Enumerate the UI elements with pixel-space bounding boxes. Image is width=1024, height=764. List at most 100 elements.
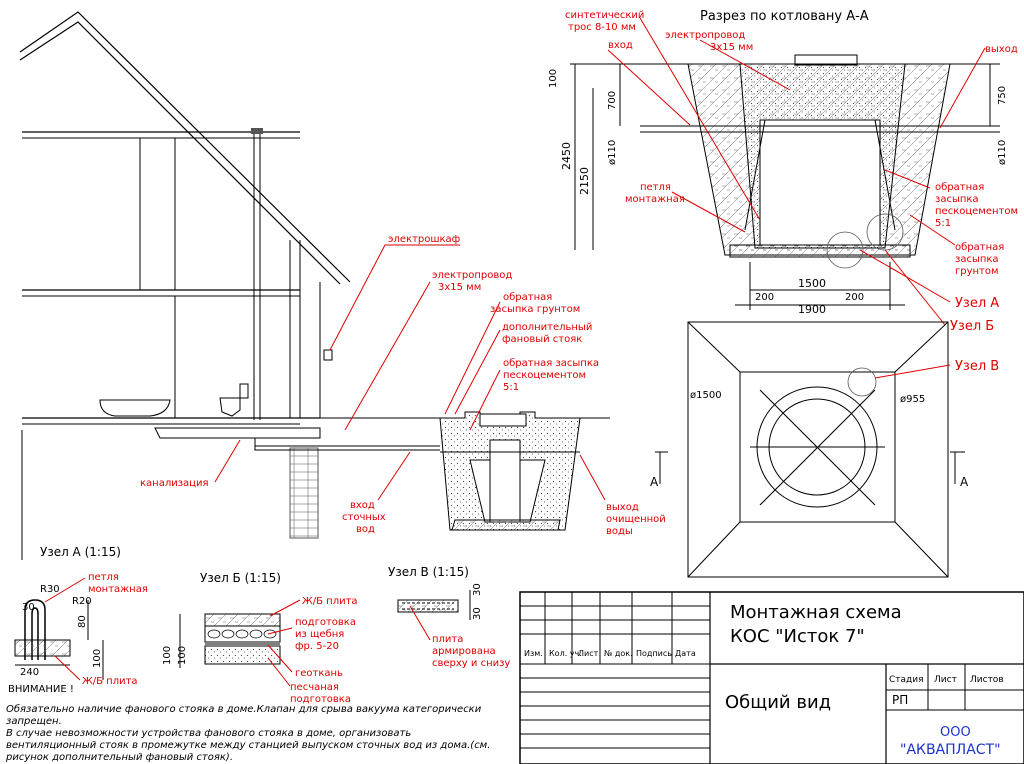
label-sec-sand-3: пескоцементом xyxy=(935,206,1018,217)
node-b-gravel-2: из щебня xyxy=(295,629,344,640)
label-inlet-1: вход xyxy=(350,500,375,511)
label-backfill-soil-1: обратная xyxy=(503,292,552,303)
col-list: Лист xyxy=(578,649,599,658)
label-sec-outlet: выход xyxy=(985,44,1018,55)
node-b-gravel-1: подготовка xyxy=(295,617,356,628)
label-cable-1: синтетический xyxy=(565,10,644,21)
node-v-d30-a: 30 xyxy=(472,583,483,596)
node-b-geotex: геоткань xyxy=(295,668,343,679)
dim-d110-left: ø110 xyxy=(607,140,618,165)
label-outlet-3: воды xyxy=(606,526,633,537)
label-sec-soil-1: обратная xyxy=(955,242,1004,253)
label-outlet-2: очищенной xyxy=(606,514,666,525)
stage-header: Стадия xyxy=(889,675,924,685)
notes-block: Обязательно наличие фанового стояка в до… xyxy=(5,703,490,763)
dim-200-a: 200 xyxy=(755,292,774,303)
note-line-5: рисунок дополнительный фановый стояк). xyxy=(5,752,233,763)
col-date: Дата xyxy=(675,649,696,658)
label-wire-1: электропровод xyxy=(432,270,512,281)
note-line-3: В случае невозможности устройства фаново… xyxy=(6,728,411,739)
label-backfill-soil-2: засыпка грунтом xyxy=(490,304,580,315)
label-sewer: канализация xyxy=(140,478,209,489)
plan-view: А А ø1500 ø955 Узел В xyxy=(650,321,999,578)
col-sign: Подпись xyxy=(636,649,672,658)
node-a-d100: 100 xyxy=(92,649,103,668)
cut-a-left: А xyxy=(650,475,659,489)
label-backfill-sand-2: пескоцементом xyxy=(503,370,586,381)
node-b-plate: Ж/Б плита xyxy=(302,596,358,607)
col-doc: № док. xyxy=(604,649,633,658)
org-line-1: ООО xyxy=(940,725,971,740)
dim-100: 100 xyxy=(548,69,559,88)
node-a-loop-1: петля xyxy=(88,572,119,583)
label-sec-loop-1: петля xyxy=(640,182,671,193)
title-line-2: КОС "Исток 7" xyxy=(730,626,865,647)
label-sec-soil-2: засыпка xyxy=(955,254,999,265)
label-extra-riser-2: фановый стояк xyxy=(502,334,582,345)
section-a-a: Разрез по котловану А-А 100 2450 2150 70… xyxy=(548,9,1018,334)
node-b-detail: Узел Б (1:15) 100 100 Ж/Б плита подготов… xyxy=(162,571,358,705)
node-a-title: Узел А (1:15) xyxy=(40,545,121,559)
label-inlet-3: вод xyxy=(356,524,375,535)
node-b-sand-2: подготовка xyxy=(290,694,351,705)
stage-value: РП xyxy=(892,693,908,707)
label-sec-wire-1: электропровод xyxy=(665,30,745,41)
node-b-title: Узел Б (1:15) xyxy=(200,571,281,585)
node-v-plate-2: армирована xyxy=(432,646,496,657)
node-v-plate-3: сверху и снизу xyxy=(432,658,510,669)
dim-750: 750 xyxy=(997,86,1008,105)
label-sec-wire-2: 3х15 мм xyxy=(710,42,753,53)
note-line-1: Обязательно наличие фанового стояка в до… xyxy=(6,703,482,715)
sheets-header: Листов xyxy=(970,675,1004,685)
label-sec-loop-2: монтажная xyxy=(625,194,685,205)
node-v-d30-b: 30 xyxy=(472,607,483,620)
node-v-detail: Узел В (1:15) 30 30 плита армирована све… xyxy=(388,565,510,669)
node-a-d80: 80 xyxy=(77,615,88,628)
node-a-r20: R20 xyxy=(72,596,92,607)
col-kol-uch: Кол. уч. xyxy=(549,649,582,658)
label-backfill-sand-1: обратная засыпка xyxy=(503,358,599,369)
node-a-loop-2: монтажная xyxy=(88,584,148,595)
dim-700: 700 xyxy=(607,91,618,110)
label-extra-riser-1: дополнительный xyxy=(502,322,592,333)
dim-1500: 1500 xyxy=(798,277,826,290)
label-node-v: Узел В xyxy=(955,359,999,374)
node-a-d240: 240 xyxy=(20,667,39,678)
node-a-d30: 30 xyxy=(22,602,35,613)
node-b-d100-a: 100 xyxy=(162,646,173,665)
node-b-gravel-3: фр. 5-20 xyxy=(295,641,339,652)
section-title: Разрез по котловану А-А xyxy=(700,9,869,24)
node-a-r30: R30 xyxy=(40,584,60,595)
dim-2450: 2450 xyxy=(560,142,573,170)
warning-label: ВНИМАНИЕ ! xyxy=(8,684,74,695)
label-sec-sand-1: обратная xyxy=(935,182,984,193)
org-line-2: "АКВАПЛАСТ" xyxy=(900,742,1001,758)
dim-1900: 1900 xyxy=(798,303,826,316)
dim-d1500-plan: ø1500 xyxy=(690,390,722,401)
dim-2150: 2150 xyxy=(578,167,591,195)
label-inlet-2: сточных xyxy=(342,512,386,523)
label-elshkaf: электрошкаф xyxy=(388,234,460,245)
node-a-plate: Ж/Б плита xyxy=(82,676,138,687)
label-sec-sand-2: засыпка xyxy=(935,194,979,205)
node-b-d100-b: 100 xyxy=(177,646,188,665)
node-v-plate-1: плита xyxy=(432,634,463,645)
cut-a-right: А xyxy=(960,475,969,489)
label-cable-2: трос 8-10 мм xyxy=(568,22,636,33)
dim-d110-right: ø110 xyxy=(997,140,1008,165)
node-v-title: Узел В (1:15) xyxy=(388,565,469,579)
label-sec-inlet: вход xyxy=(608,40,633,51)
label-sec-sand-4: 5:1 xyxy=(935,218,951,229)
label-backfill-sand-3: 5:1 xyxy=(503,382,519,393)
label-node-a: Узел А xyxy=(955,296,999,311)
sheet-name: Общий вид xyxy=(725,692,831,713)
house-drawing xyxy=(19,11,440,560)
sheet-header: Лист xyxy=(934,675,957,685)
col-izm: Изм. xyxy=(524,649,543,658)
label-sec-soil-3: грунтом xyxy=(955,266,999,277)
title-block: Изм. Кол. уч. Лист № док. Подпись Дата М… xyxy=(519,591,1024,764)
node-a-detail: Узел А (1:15) 240 R30 R20 30 80 100 петл… xyxy=(8,545,148,695)
title-line-1: Монтажная схема xyxy=(730,602,902,623)
